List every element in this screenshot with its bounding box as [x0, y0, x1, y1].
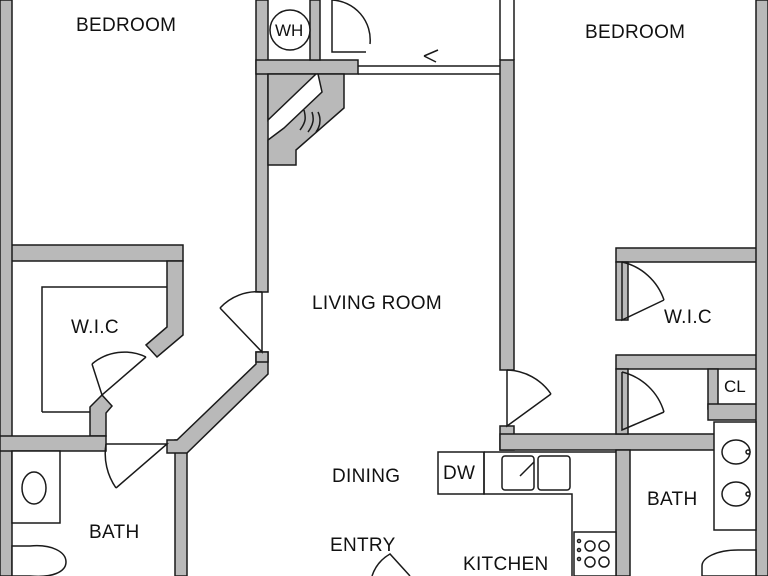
dishwasher-icon — [437, 451, 485, 495]
label-bath-right: BATH — [647, 489, 697, 510]
bath-right-drain-1 — [745, 449, 751, 455]
wall-living-left-upper — [255, 0, 269, 293]
wall-right-outer — [755, 0, 768, 576]
wall-bath-divider — [174, 439, 188, 576]
label-wic-left: W.I.C — [71, 317, 119, 338]
bath-right-vanity — [713, 421, 757, 531]
burner-1-icon — [584, 540, 596, 552]
label-entry: ENTRY — [330, 535, 396, 556]
burner-3-icon — [584, 556, 596, 568]
wall-kitchen-top — [499, 433, 768, 451]
wall-left-bath-top — [0, 435, 107, 452]
knob-1-icon — [576, 538, 582, 544]
wall-bath-kitchen-divider — [615, 449, 631, 576]
label-dishwasher: DW — [443, 463, 475, 484]
door-sliding-living — [358, 49, 500, 75]
door-bath-right — [621, 371, 665, 432]
stove-icon — [573, 531, 617, 576]
label-closet: CL — [724, 377, 746, 396]
wall-wh-closet-bottom — [255, 59, 359, 75]
water-heater-icon — [269, 9, 311, 51]
wall-right-living — [499, 59, 515, 371]
door-wic-right — [621, 261, 665, 322]
room-labels: BEDROOM BEDROOM LIVING ROOM W.I.C W.I.C … — [71, 15, 746, 575]
knob-2-icon — [576, 547, 582, 553]
fixtures — [11, 9, 757, 576]
bath-left-toilet-icon — [11, 544, 67, 576]
wall-wh-closet-right — [309, 0, 321, 61]
sink-left-icon — [501, 455, 535, 491]
wall-fireplace-box — [267, 73, 345, 166]
wall-cl-left — [707, 368, 719, 410]
door-bath-left — [104, 443, 170, 489]
door-entry — [371, 553, 411, 576]
door-wh-closet — [331, 0, 371, 53]
bath-left-sink-icon — [21, 471, 47, 505]
label-living-room: LIVING ROOM — [312, 293, 442, 314]
wall-left-bedroom-bottom — [0, 244, 184, 262]
wic-left-shelf — [41, 286, 167, 413]
label-wic-right: W.I.C — [664, 307, 712, 328]
wall-fireplace — [267, 73, 318, 122]
label-bedroom-left: BEDROOM — [76, 15, 176, 36]
burner-4-icon — [598, 556, 610, 568]
bath-right-toilet-icon — [701, 549, 757, 576]
fireplace-icon — [299, 109, 321, 133]
doors — [41, 0, 665, 576]
door-right-living — [506, 369, 552, 428]
kitchen-counter — [483, 451, 616, 576]
door-wic-left — [91, 351, 147, 397]
label-kitchen: KITCHEN — [463, 554, 549, 575]
wall-diagonal-entry — [166, 351, 269, 454]
bath-right-drain-2 — [745, 491, 751, 497]
wall-wic-left-lower — [89, 393, 114, 437]
label-bath-left: BATH — [89, 522, 139, 543]
wall-living-left-stub — [255, 351, 269, 363]
door-living-left — [219, 290, 263, 354]
wall-wic-right-bottom — [615, 354, 768, 370]
wall-wic-left — [144, 260, 184, 359]
wall-cl-bottom — [707, 403, 768, 421]
label-bedroom-right: BEDROOM — [585, 22, 685, 43]
wall-right-bedroom-bottom — [615, 247, 768, 263]
burner-2-icon — [598, 540, 610, 552]
knob-3-icon — [576, 556, 582, 562]
faucet-icon — [519, 461, 535, 477]
wall-left-outer — [0, 0, 13, 576]
sink-right-icon — [537, 455, 571, 491]
label-water-heater: WH — [275, 21, 303, 40]
label-dining: DINING — [332, 466, 400, 487]
